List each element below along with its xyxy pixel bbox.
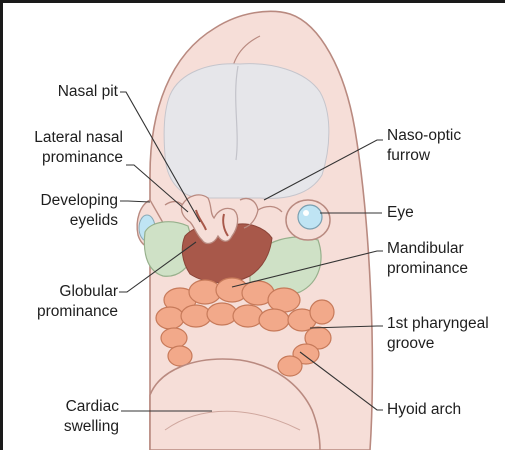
label-mandibular-line1: Mandibular — [387, 239, 468, 259]
label-globular-line1: Globular — [12, 282, 118, 302]
label-lateral-nasal-line1: Lateral nasal — [5, 128, 123, 148]
label-developing-line1: Developing — [8, 191, 118, 211]
label-pharyngeal: 1st pharyngeal groove — [387, 314, 503, 354]
label-mandibular: Mandibular prominance — [387, 239, 468, 279]
label-naso-optic-line1: Naso-optic — [387, 126, 461, 146]
label-globular: Globular prominance — [12, 282, 118, 322]
label-cardiac: Cardiac swelling — [20, 397, 119, 437]
label-naso-optic: Naso-optic furrow — [387, 126, 461, 166]
label-naso-optic-line2: furrow — [387, 146, 461, 166]
label-cardiac-line1: Cardiac — [20, 397, 119, 417]
label-mandibular-line2: prominance — [387, 259, 468, 279]
label-lateral-nasal-line2: prominance — [5, 148, 123, 168]
leader-developing-eyelids — [120, 201, 150, 202]
label-eye: Eye — [387, 203, 414, 223]
right-eye — [286, 200, 330, 240]
label-pharyngeal-line2: groove — [387, 334, 503, 354]
label-developing-eyelids: Developing eyelids — [8, 191, 118, 231]
label-nasal-pit: Nasal pit — [40, 82, 118, 102]
label-lateral-nasal: Lateral nasal prominance — [5, 128, 123, 168]
label-cardiac-line2: swelling — [20, 417, 119, 437]
label-globular-line2: prominance — [12, 302, 118, 322]
label-pharyngeal-line1: 1st pharyngeal — [387, 314, 503, 334]
label-developing-line2: eyelids — [8, 211, 118, 231]
label-hyoid: Hyoid arch — [387, 400, 461, 420]
